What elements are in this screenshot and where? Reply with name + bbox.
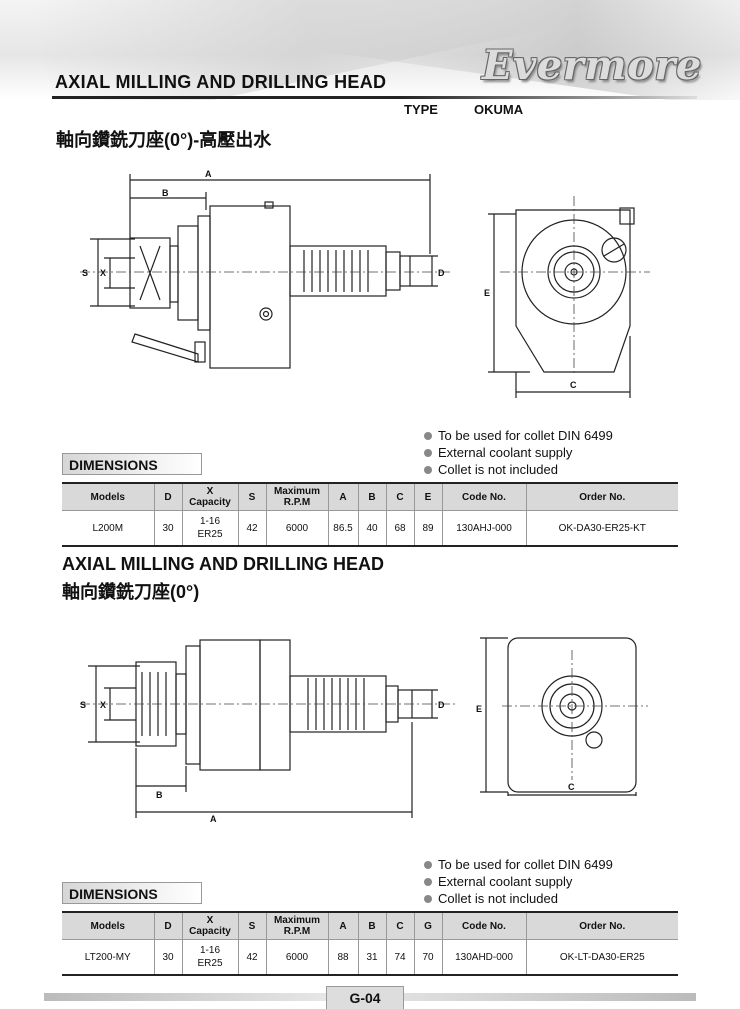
cell-e: 89 [413, 510, 442, 546]
bullet-icon [424, 448, 432, 457]
type-label: TYPE [404, 102, 438, 117]
cell-b: 31 [357, 939, 386, 975]
section2-front-view-drawing: E C [476, 637, 648, 796]
cell-order: OK-LT-DA30-ER25 [525, 939, 678, 975]
cell-model: LT200-MY [84, 951, 131, 963]
dim-label-a: A [210, 814, 217, 824]
col-header-models: Models [62, 912, 154, 940]
col-header-s: S [237, 912, 266, 940]
cell-s: 42 [237, 939, 266, 975]
dim-label-s: S [80, 700, 86, 710]
dim-label-c: C [568, 782, 575, 792]
col-header-a: A [327, 483, 358, 511]
dim-label-c: C [570, 380, 577, 390]
header-background [0, 0, 740, 100]
page-title: AXIAL MILLING AND DRILLING HEAD [55, 72, 387, 92]
dim-label-a: A [205, 169, 212, 179]
section2-subtitle: 軸向鑽銑刀座(0°) [62, 582, 200, 602]
type-value: OKUMA [474, 102, 524, 117]
note-item: External coolant supply [424, 873, 613, 890]
section1-front-view-drawing: E C [484, 196, 650, 398]
col-header-code-no: Code No. [441, 912, 526, 940]
cell-a: 86.5 [327, 510, 358, 546]
cell-order: OK-DA30-ER25-KT [525, 510, 678, 546]
cell-code: 130AHJ-000 [441, 510, 526, 546]
cell-rpm: 6000 [265, 939, 328, 975]
dim-label-x: X [100, 268, 106, 278]
title-underline [52, 96, 397, 99]
cell-d: 30 [153, 939, 182, 975]
title-underline-fade [397, 96, 697, 99]
note-item: To be used for collet DIN 6499 [424, 856, 613, 873]
bullet-icon [424, 431, 432, 440]
cell-a: 88 [327, 939, 358, 975]
section1-notes: To be used for collet DIN 6499 External … [424, 427, 613, 478]
note-item: External coolant supply [424, 444, 613, 461]
bullet-icon [424, 465, 432, 474]
section1-side-view-drawing: A B S X D [80, 169, 450, 369]
cell-model: L200M [92, 522, 124, 534]
col-header-c: C [385, 483, 414, 511]
note-item: Collet is not included [424, 890, 613, 907]
section2-title: AXIAL MILLING AND DRILLING HEAD [62, 554, 384, 574]
col-header-a: A [327, 912, 358, 940]
col-header-order-no: Order No. [525, 483, 678, 511]
cell-d: 30 [153, 510, 182, 546]
col-header-b: B [357, 483, 386, 511]
dim-label-d: D [438, 700, 445, 710]
section2-notes: To be used for collet DIN 6499 External … [424, 856, 613, 907]
page-number: G-04 [326, 986, 404, 1009]
note-item: To be used for collet DIN 6499 [424, 427, 613, 444]
dim-label-e: E [484, 288, 490, 298]
cell-g: 70 [413, 939, 442, 975]
cell-c: 74 [385, 939, 414, 975]
col-header-models: Models [62, 483, 154, 511]
bullet-icon [424, 894, 432, 903]
section1-dimensions-label: DIMENSIONS [62, 453, 202, 475]
col-header-g: G [413, 912, 442, 940]
col-header-e: E [413, 483, 442, 511]
dim-label-b: B [162, 188, 169, 198]
note-item: Collet is not included [424, 461, 613, 478]
section2-dimensions-label: DIMENSIONS [62, 882, 202, 904]
section2-width-dimension [508, 794, 636, 796]
cell-rpm: 6000 [265, 510, 328, 546]
dim-label-b: B [156, 790, 163, 800]
col-header-d: D [153, 483, 182, 511]
dim-label-e: E [476, 704, 482, 714]
dim-label-x: X [100, 700, 106, 710]
dim-label-d: D [438, 268, 445, 278]
bullet-icon [424, 877, 432, 886]
section1-subtitle: 軸向鑽銑刀座(0°)-高壓出水 [56, 130, 272, 150]
section2-side-view-drawing: S X B A D [80, 639, 456, 824]
cell-c: 68 [385, 510, 414, 546]
cell-code: 130AHD-000 [441, 939, 526, 975]
bullet-icon [424, 860, 432, 869]
col-header-s: S [237, 483, 266, 511]
col-header-order-no: Order No. [525, 912, 678, 940]
col-header-c: C [385, 912, 414, 940]
brand-logo: Evermore [482, 42, 702, 89]
dim-label-s: S [82, 268, 88, 278]
cell-s: 42 [237, 510, 266, 546]
col-header-code-no: Code No. [441, 483, 526, 511]
col-header-d: D [153, 912, 182, 940]
cell-b: 40 [357, 510, 386, 546]
col-header-b: B [357, 912, 386, 940]
